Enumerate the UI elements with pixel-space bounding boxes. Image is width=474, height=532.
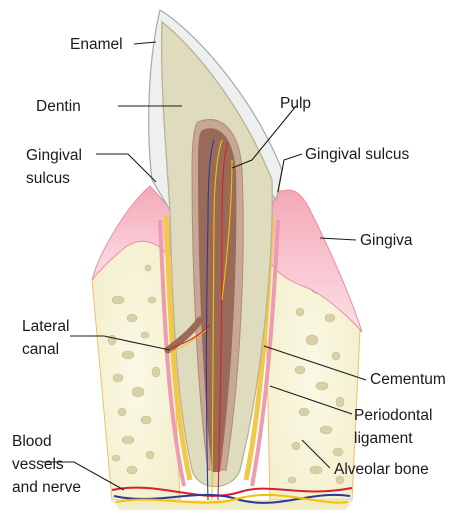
label-enamel: Enamel xyxy=(70,36,123,53)
label-alveolar-bone: Alveolar bone xyxy=(334,461,429,478)
label-lateral-canal-line2: canal xyxy=(22,341,59,358)
label-pulp: Pulp xyxy=(280,95,311,112)
label-cementum: Cementum xyxy=(370,371,446,388)
label-periodontal-ligament-line2: ligament xyxy=(354,430,413,447)
gingiva xyxy=(91,185,363,333)
label-gingival-sulcus-left-line1: Gingival xyxy=(26,147,82,164)
tooth xyxy=(148,9,283,487)
pulp-neurovascular xyxy=(169,139,233,501)
gingiva-right xyxy=(269,189,363,333)
base-vessels xyxy=(111,486,353,504)
lower-bone xyxy=(112,500,352,510)
lining-right xyxy=(250,219,280,487)
label-blood-vessels-line2: vessels xyxy=(12,456,64,473)
label-gingival-sulcus-left-line2: sulcus xyxy=(26,170,70,187)
leader-lines xyxy=(42,41,367,491)
label-dentin: Dentin xyxy=(36,98,81,115)
label-blood-vessels-line3: and nerve xyxy=(12,479,81,496)
label-periodontal-ligament-line1: Periodontal xyxy=(354,407,432,424)
label-gingiva: Gingiva xyxy=(360,232,413,249)
label-lateral-canal-line1: Lateral xyxy=(22,318,69,335)
labels: Enamel Dentin Pulp Gingival sulcus Gingi… xyxy=(12,36,446,496)
label-gingival-sulcus-right: Gingival sulcus xyxy=(305,146,409,163)
label-blood-vessels-line1: Blood xyxy=(12,433,52,450)
bone-pores xyxy=(107,263,345,485)
